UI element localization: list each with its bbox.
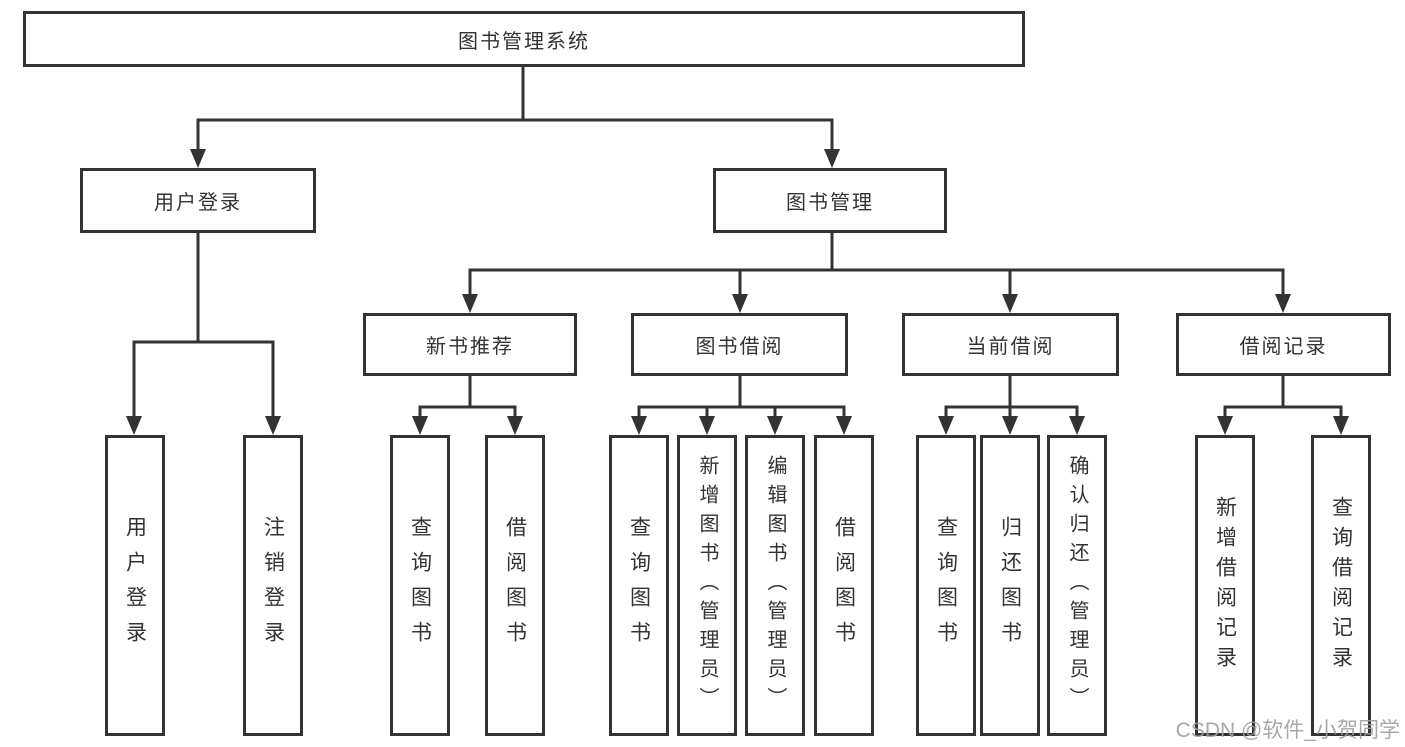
- node-new-book-recommend: 新书推荐: [363, 313, 577, 376]
- node-borrow-record-label: 借阅记录: [1239, 336, 1328, 358]
- leaf-borrow-book: 借阅图书: [814, 435, 874, 736]
- node-new-book-recommend-label: 新书推荐: [426, 336, 514, 358]
- leaf-query-book-label: 查询图书: [934, 515, 958, 656]
- node-book-management: 图书管理: [713, 168, 947, 233]
- node-book-borrow: 图书借阅: [631, 313, 848, 376]
- node-book-borrow-label: 图书借阅: [695, 336, 784, 358]
- node-root-label: 图书管理系统: [458, 30, 590, 53]
- node-current-borrow-label: 当前借阅: [966, 336, 1055, 358]
- leaf-edit-book-admin-label: 编辑图书（管理员）: [764, 455, 786, 716]
- leaf-query-borrow-record-label: 查询借阅记录: [1329, 495, 1353, 676]
- node-book-management-label: 图书管理: [786, 192, 874, 214]
- leaf-edit-book-admin: 编辑图书（管理员）: [745, 435, 805, 736]
- node-current-borrow: 当前借阅: [902, 313, 1119, 376]
- leaf-query-book: 查询图书: [609, 435, 669, 736]
- leaf-add-borrow-record: 新增借阅记录: [1195, 435, 1255, 736]
- leaf-return-book-label: 归还图书: [998, 515, 1022, 656]
- leaf-query-book: 查询图书: [390, 435, 450, 736]
- leaf-query-borrow-record: 查询借阅记录: [1311, 435, 1371, 736]
- leaf-borrow-book: 借阅图书: [485, 435, 545, 736]
- node-user-login-label: 用户登录: [154, 192, 242, 214]
- leaf-add-book-admin-label: 新增图书（管理员）: [696, 455, 718, 716]
- leaf-query-book: 查询图书: [916, 435, 976, 736]
- leaf-user-login: 用户登录: [105, 435, 165, 736]
- node-user-login: 用户登录: [80, 168, 316, 233]
- csdn-watermark: CSDN @软件_小贺同学: [1175, 719, 1400, 742]
- leaf-logout-label: 注销登录: [261, 515, 285, 656]
- leaf-borrow-book-label: 借阅图书: [503, 515, 527, 656]
- leaf-add-borrow-record-label: 新增借阅记录: [1213, 495, 1237, 676]
- node-borrow-record: 借阅记录: [1176, 313, 1391, 376]
- leaf-return-book: 归还图书: [980, 435, 1040, 736]
- node-root: 图书管理系统: [23, 11, 1025, 67]
- leaf-confirm-return-admin: 确认归还（管理员）: [1047, 435, 1107, 736]
- leaf-query-book-label: 查询图书: [408, 515, 432, 656]
- leaf-query-book-label: 查询图书: [627, 515, 651, 656]
- leaf-logout: 注销登录: [243, 435, 303, 736]
- leaf-user-login-label: 用户登录: [123, 515, 147, 656]
- leaf-borrow-book-label: 借阅图书: [832, 515, 856, 656]
- leaf-add-book-admin: 新增图书（管理员）: [677, 435, 737, 736]
- leaf-confirm-return-admin-label: 确认归还（管理员）: [1066, 455, 1088, 716]
